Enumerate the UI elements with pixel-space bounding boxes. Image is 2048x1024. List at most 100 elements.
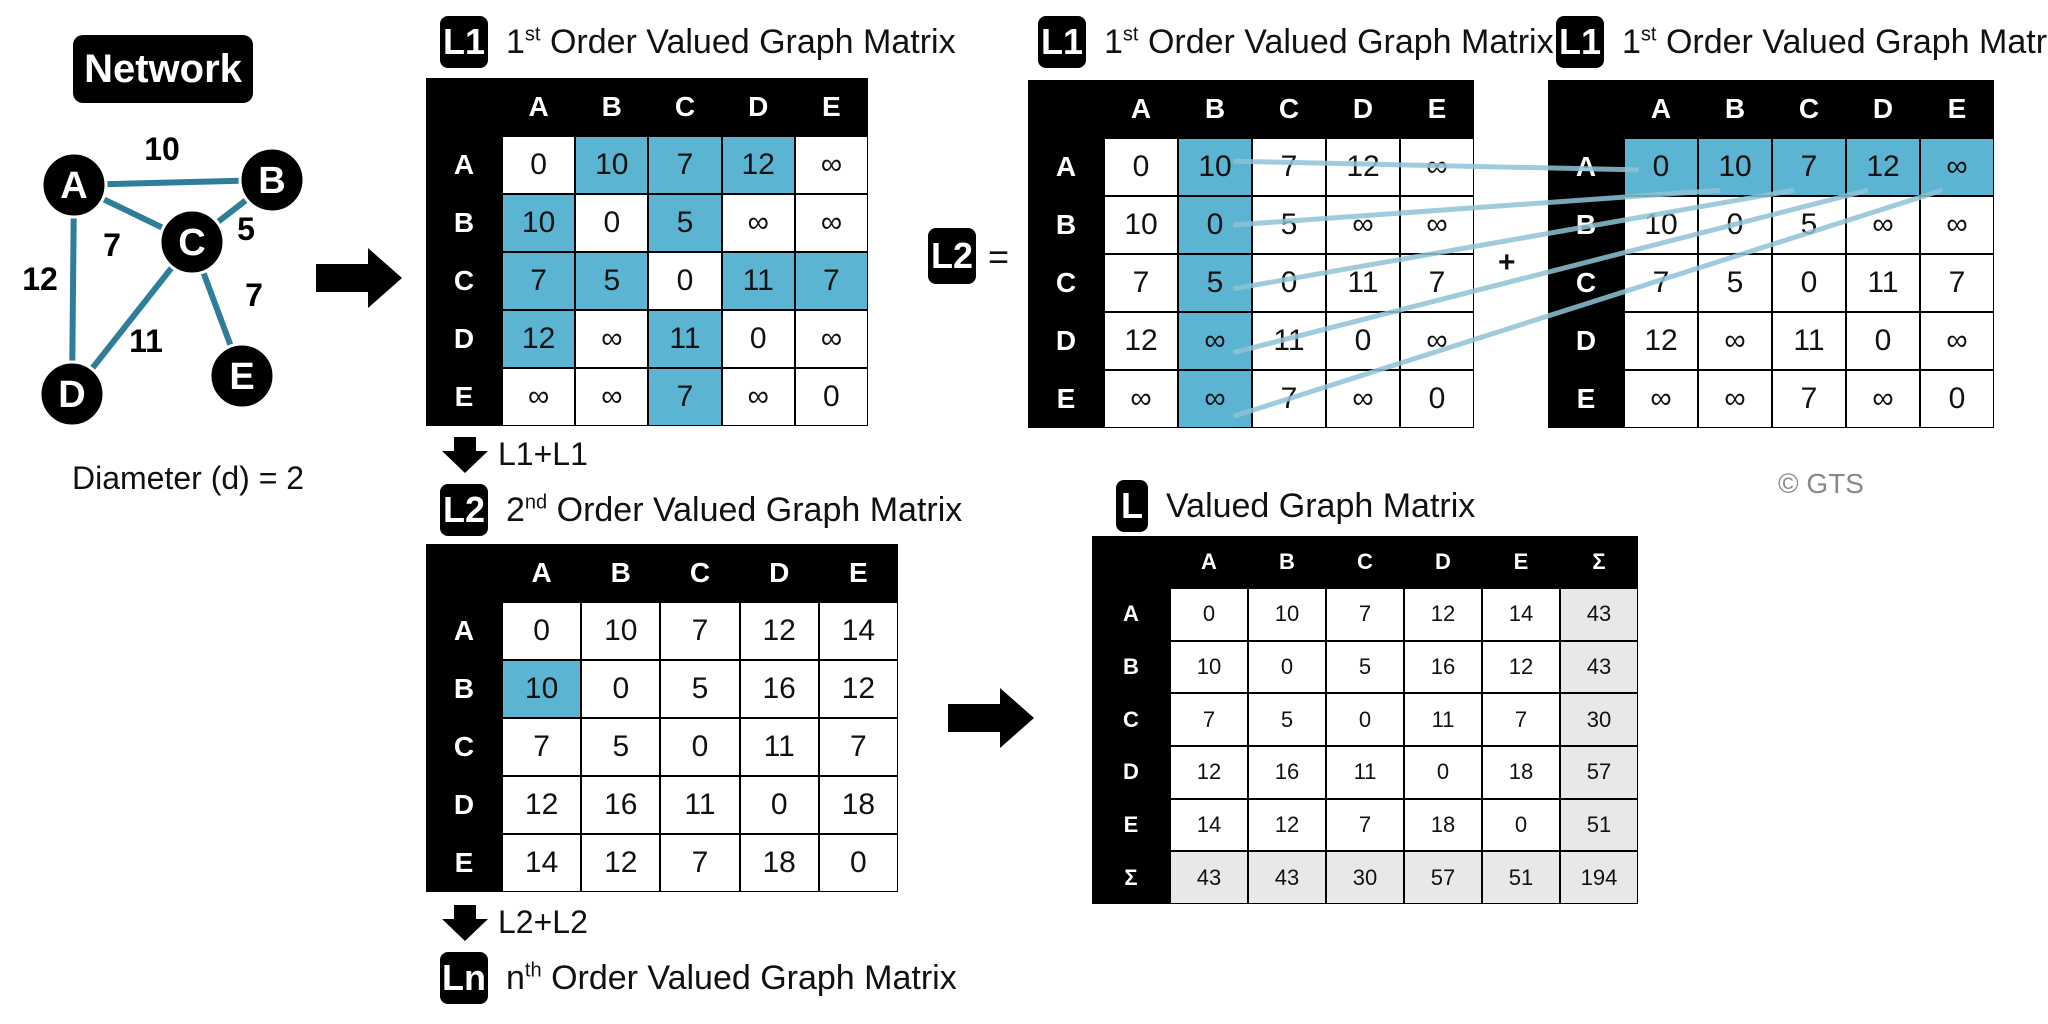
matrix-cell: 7 (818, 718, 898, 776)
matrix-cell: 0 (1326, 312, 1400, 370)
matrix-cell: 5 (1772, 196, 1846, 254)
l1-badge: L1 (1038, 16, 1086, 68)
matrix-cell: 18 (1482, 746, 1560, 799)
row-header: B (453, 207, 475, 238)
matrix-cell: 7 (1104, 254, 1178, 312)
equals-sign: = (988, 236, 1010, 277)
column-header: A (1650, 93, 1672, 124)
matrix-cell: 16 (1404, 640, 1482, 694)
l1-badge: L1 (440, 16, 488, 68)
matrix-cell: 11 (648, 310, 722, 368)
column-header: D (748, 91, 769, 122)
matrix-cell: 10 (1248, 588, 1326, 641)
matrix-cell: ∞ (1326, 370, 1400, 428)
matrix-cell: 43 (1248, 851, 1326, 904)
copyright: © GTS (1778, 468, 1864, 499)
row-header: B (1575, 209, 1597, 240)
row-header: B (1123, 653, 1139, 679)
ln-badge: Ln (440, 952, 488, 1004)
title-first-order-right: L1 1st Order Valued Graph Matrix (1556, 16, 2048, 68)
row-header: Σ (1124, 864, 1138, 890)
arrow-down-icon (442, 436, 488, 473)
row-header: D (1123, 759, 1139, 785)
row-header: B (1055, 209, 1077, 240)
matrix-cell: 10 (1624, 196, 1698, 254)
arrow-right-icon (948, 688, 1034, 748)
matrix-cell: 12 (818, 660, 898, 718)
arrow-down-icon (442, 904, 488, 941)
matrix-cell: 7 (1170, 693, 1248, 746)
l-badge: L (1116, 480, 1148, 532)
node-D (38, 360, 106, 428)
step-l1-l1: L1+L1 (442, 436, 588, 473)
matrix-cell: ∞ (1178, 312, 1252, 370)
matrix-cell: 0 (818, 834, 898, 892)
matrix-cell: 30 (1326, 851, 1404, 904)
row-header: E (1576, 383, 1596, 414)
node-B (238, 146, 306, 214)
matrix-cell: 0 (739, 776, 819, 834)
matrix-cell: 0 (1400, 370, 1474, 428)
matrix-cell: ∞ (794, 194, 868, 252)
matrix-cell: 14 (1482, 588, 1560, 641)
matrix-cell: 11 (1326, 254, 1400, 312)
matrix-cell: ∞ (1846, 196, 1920, 254)
node-C (158, 208, 226, 276)
l1-badge: L1 (1556, 16, 1604, 68)
matrix-cell: ∞ (721, 194, 795, 252)
matrix-cell: ∞ (1104, 370, 1178, 428)
matrix-cell: 5 (648, 194, 722, 252)
matrix-cell: 0 (794, 368, 868, 426)
matrix-cell: 12 (1624, 312, 1698, 370)
row-header: B (453, 673, 475, 704)
column-header: B (1724, 93, 1746, 124)
network-badge: Network (73, 35, 253, 103)
matrix-cell: 12 (1104, 312, 1178, 370)
column-header: D (1352, 93, 1374, 124)
matrix-cell: 10 (502, 660, 582, 718)
column-header: C (1357, 549, 1373, 574)
matrix-cell: 7 (1772, 138, 1846, 196)
matrix-cell: 5 (1698, 254, 1772, 312)
column-header: E (822, 91, 841, 122)
column-header: D (1872, 93, 1894, 124)
row-header: D (1055, 325, 1077, 356)
matrix-cell: 7 (502, 252, 576, 310)
matrix-cell: ∞ (1178, 370, 1252, 428)
matrix-cell: 5 (1252, 196, 1326, 254)
column-header: E (849, 557, 868, 588)
node-label: E (229, 356, 254, 398)
matrix-cell: 11 (721, 252, 795, 310)
matrix-cell: 16 (1248, 746, 1326, 799)
matrix-cell: 18 (1404, 798, 1482, 852)
matrix-cell: 11 (660, 776, 740, 834)
matrix-cell: 0 (1482, 798, 1560, 852)
column-header: D (1435, 549, 1451, 574)
matrix-cell: 0 (1404, 746, 1482, 799)
matrix-cell: 10 (1104, 196, 1178, 254)
title-first-order-left: L1 1st Order Valued Graph Matrix (440, 16, 956, 68)
matrix-cell: 7 (794, 252, 868, 310)
node-label: A (60, 165, 87, 207)
matrix-cell: 7 (1920, 254, 1994, 312)
matrix-cell: 7 (1252, 138, 1326, 196)
matrix-cell: 12 (1326, 138, 1400, 196)
matrix-cell: 7 (660, 602, 740, 660)
row-header: E (1123, 811, 1139, 837)
matrix-cell: ∞ (575, 310, 649, 368)
row-header: D (453, 323, 475, 354)
row-header: E (1056, 383, 1076, 414)
node-label: B (258, 160, 285, 202)
matrix-cell: ∞ (1400, 196, 1474, 254)
matrix-cell: 43 (1170, 851, 1248, 904)
matrix-cell: 0 (1920, 370, 1994, 428)
arrow-right-icon (316, 248, 402, 308)
row-header: C (453, 731, 475, 762)
title-second-order: L2 n2nd Order Valued Graph Matrix (440, 484, 962, 536)
matrix-cell: 7 (502, 718, 582, 776)
matrix-cell: 5 (660, 660, 740, 718)
matrix-cell: 12 (1846, 138, 1920, 196)
matrix-cell: 11 (739, 718, 819, 776)
matrix-cell: 0 (1772, 254, 1846, 312)
